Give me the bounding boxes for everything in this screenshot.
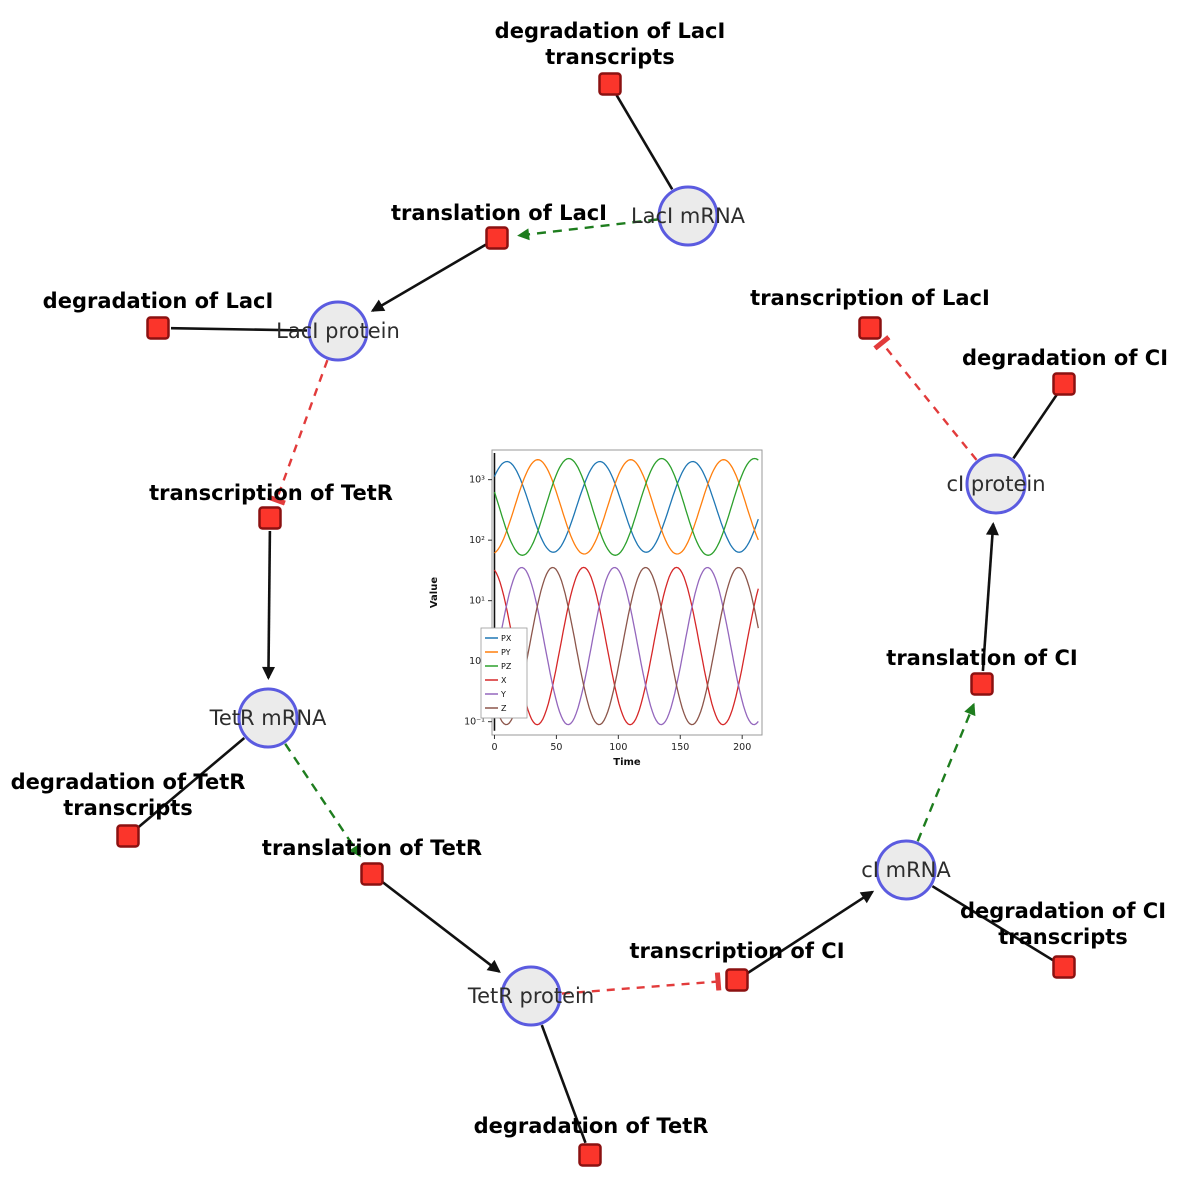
series-line-PZ [493,457,759,556]
x-tick-label: 150 [671,742,689,753]
edge-production-transc_ci-ci_mrna [747,890,875,974]
y-tick-label: 10³ [469,475,485,486]
y-tick-label: 10² [469,535,485,546]
reaction-node-deg_laci_prot[interactable] [146,316,170,340]
legend-label-PX: PX [501,634,512,643]
x-tick-label: 50 [550,742,562,753]
legend-label-PY: PY [501,648,511,657]
edge-production-transl_ci-ci_protein [981,521,999,672]
edge-inhibition-ci_protein-transc_laci [873,335,978,461]
species-label-tetr_mrna: TetR mRNA [209,706,327,730]
legend-box [480,627,528,719]
edge-production-transc_tetr-tetr_mrna [262,530,276,680]
legend-label-X: X [501,676,507,685]
species-node-ci_protein[interactable] [965,453,1027,515]
legend-label-Z: Z [501,704,507,713]
reaction-node-transc_tetr[interactable] [258,506,282,530]
species-node-ci_mrna[interactable] [875,839,937,901]
reaction-label-transc_tetr: transcription of TetR [149,481,393,505]
edge-production-transl_laci-laci_protein [370,243,487,312]
edge-consumption-ci_mrna-deg_ci_tx [931,885,1054,962]
y-tick-label: 10⁰ [469,656,485,667]
reaction-node-transl_tetr[interactable] [360,862,384,886]
reaction-label-transl_tetr: translation of TetR [262,836,482,860]
species-label-tetr_protein: TetR protein [467,984,594,1008]
edge-consumption-tetr_mrna-deg_tetr_tx [137,737,246,829]
reaction-label-transc_laci: transcription of LacI [750,286,990,310]
series-line-Z [493,566,759,726]
chart-background [419,436,771,766]
reaction-node-deg_tetr_prot[interactable] [578,1143,602,1167]
legend-label-PZ: PZ [501,662,512,671]
reaction-label-transc_ci: transcription of CI [629,939,844,963]
edge-modifier-tetr_mrna-transl_tetr [284,743,361,858]
reaction-node-deg_laci_tx[interactable] [598,72,622,96]
reaction-node-deg_ci_prot[interactable] [1052,372,1076,396]
reaction-node-deg_ci_tx[interactable] [1052,955,1076,979]
edge-consumption-ci_protein-deg_ci_prot [1012,394,1058,460]
reaction-node-transc_laci[interactable] [858,316,882,340]
species-label-ci_protein: cI protein [946,472,1045,496]
edge-inhibition-tetr_protein-transc_ci [561,972,722,995]
reaction-label-transl_ci: translation of CI [886,646,1077,670]
y-axis-label: Value [429,577,440,608]
y-tick-label: 10⁻¹ [464,717,485,728]
reaction-label-deg_tetr_prot: degradation of TetR [474,1114,709,1138]
x-axis-label: Time [613,757,641,768]
species-label-ci_mrna: cI mRNA [861,858,951,882]
reaction-label-deg_ci_prot: degradation of CI [962,346,1168,370]
x-tick-label: 200 [733,742,751,753]
reaction-label-deg_laci_prot: degradation of LacI [43,289,274,313]
edge-consumption-tetr_protein-deg_tetr_prot [540,1024,587,1144]
species-label-laci_mrna: LacI mRNA [631,204,746,228]
reaction-label-transl_laci: translation of LacI [391,201,607,225]
plot-area-border [491,449,763,736]
series-line-Y [493,566,759,726]
y-tick-label: 10¹ [469,596,485,607]
edge-consumption-laci_mrna-deg_laci_tx [615,94,674,190]
edge-production-transl_tetr-tetr_protein [381,880,501,973]
species-node-laci_protein[interactable] [307,300,369,362]
species-label-laci_protein: LacI protein [276,319,400,343]
x-tick-label: 0 [491,742,497,753]
reaction-node-transl_ci[interactable] [970,672,994,696]
edges-layer [137,94,1058,1144]
legend-label-Y: Y [500,690,506,699]
nodes-layer [116,72,1076,1167]
edge-modifier-laci_mrna-transl_laci [517,218,658,241]
reaction-node-transc_ci[interactable] [725,968,749,992]
series-line-X [493,566,759,726]
species-node-tetr_protein[interactable] [500,965,562,1027]
edge-consumption-laci_protein-deg_laci_prot [170,326,308,332]
reaction-node-transl_laci[interactable] [485,226,509,250]
edge-inhibition-laci_protein-transc_tetr [267,359,329,506]
x-tick-label: 100 [609,742,627,753]
species-node-tetr_mrna[interactable] [237,687,299,749]
reaction-node-deg_tetr_tx[interactable] [116,824,140,848]
species-node-laci_mrna[interactable] [657,185,719,247]
edge-modifier-ci_mrna-transl_ci [916,702,976,842]
series-line-PY [494,459,759,555]
